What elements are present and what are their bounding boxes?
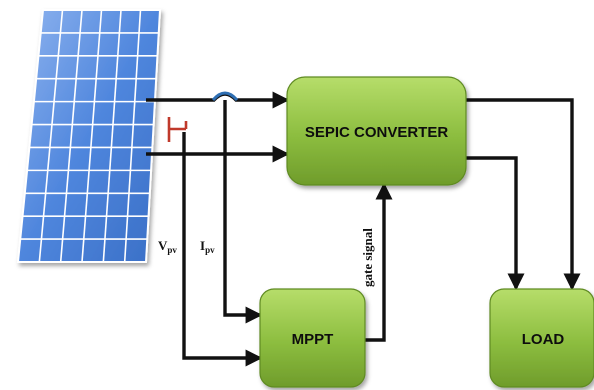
vpv-label: Vpv [158, 238, 177, 255]
ipv-label: Ipv [200, 238, 215, 255]
load-block: LOAD [489, 288, 594, 388]
gate-signal-label: gate signal [360, 228, 375, 287]
sepic-converter-block: SEPIC CONVERTER [286, 76, 467, 186]
voltage-sensor-icon [167, 117, 188, 142]
converter-output-wire-2 [466, 156, 525, 291]
ipv-subscript: pv [205, 245, 215, 255]
current-sensor-icon [211, 91, 239, 102]
current-sense-wire [223, 100, 263, 324]
mppt-label: MPPT [292, 331, 334, 348]
load-label: LOAD [522, 331, 565, 348]
mppt-block: MPPT [259, 288, 366, 388]
vpv-subscript: pv [167, 245, 177, 255]
vpv-base: V [158, 238, 168, 253]
converter-output-wire-1 [466, 98, 581, 291]
sepic-converter-label: SEPIC CONVERTER [305, 124, 449, 141]
voltage-sense-wire [182, 132, 263, 367]
gate-signal-wire [365, 182, 393, 342]
solar-panel-icon [16, 9, 162, 263]
ipv-base: I [200, 238, 205, 253]
